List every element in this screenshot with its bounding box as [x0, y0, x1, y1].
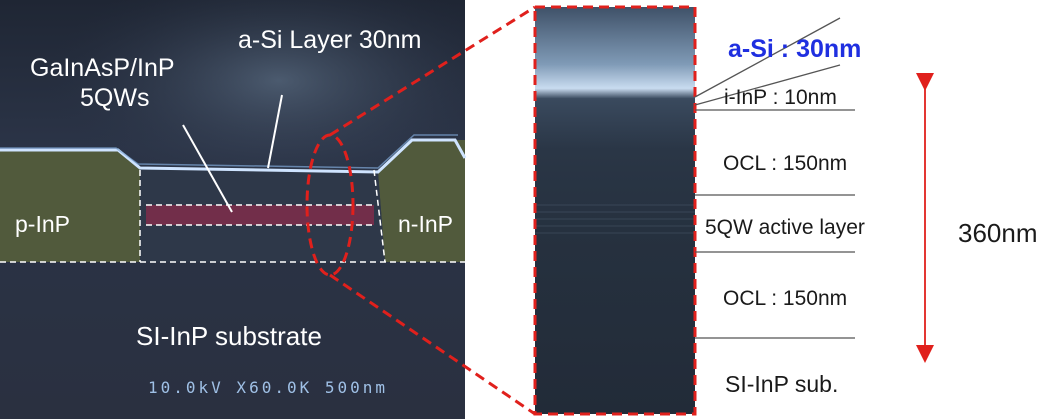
- layer-label-active: 5QW active layer: [705, 216, 865, 239]
- substrate-label: SI-InP substrate: [136, 321, 322, 351]
- layer-label-ocl-lower: OCL : 150nm: [723, 287, 847, 310]
- p-inp-region: [0, 150, 140, 262]
- qw-count-label: 5QWs: [80, 84, 149, 112]
- p-inp-label: p-InP: [15, 211, 70, 237]
- qw-material-label: GaInAsP/InP: [30, 54, 175, 82]
- total-thickness-label: 360nm: [958, 218, 1038, 248]
- layer-label-a-si: a-Si : 30nm: [728, 35, 861, 63]
- a-si-top-leader: [694, 17, 841, 98]
- a-si-pointer-line: [267, 94, 283, 169]
- zoom-connector-bottom: [329, 273, 536, 416]
- n-inp-label: n-InP: [398, 211, 453, 237]
- qw-region: [146, 205, 374, 225]
- zoom-connector-top: [329, 5, 536, 137]
- a-si-layer-label: a-Si Layer 30nm: [238, 26, 421, 54]
- zoom-panel: [533, 5, 697, 416]
- n-inp-region: [378, 140, 465, 262]
- qw-pointer-line: [182, 124, 233, 213]
- layer-boundaries: [694, 17, 855, 339]
- a-si-contour-halo: [0, 134, 458, 169]
- a-si-bottom-leader: [694, 64, 841, 106]
- layer-label-i-inp: i-InP : 10nm: [724, 86, 837, 109]
- zoom-image: [535, 7, 695, 414]
- mesa-right-boundary: [373, 169, 386, 263]
- zoom-frame: [533, 5, 697, 416]
- scale-bar-label: 10.0kV X60.0K 500nm: [148, 378, 388, 397]
- qw-striations: [535, 204, 695, 234]
- layer-label-substrate: SI-InP sub.: [725, 371, 838, 397]
- sem-image: a-Si Layer 30nm GaInAsP/InP 5QWs p-InP n…: [0, 0, 467, 419]
- layer-label-ocl-upper: OCL : 150nm: [723, 152, 847, 175]
